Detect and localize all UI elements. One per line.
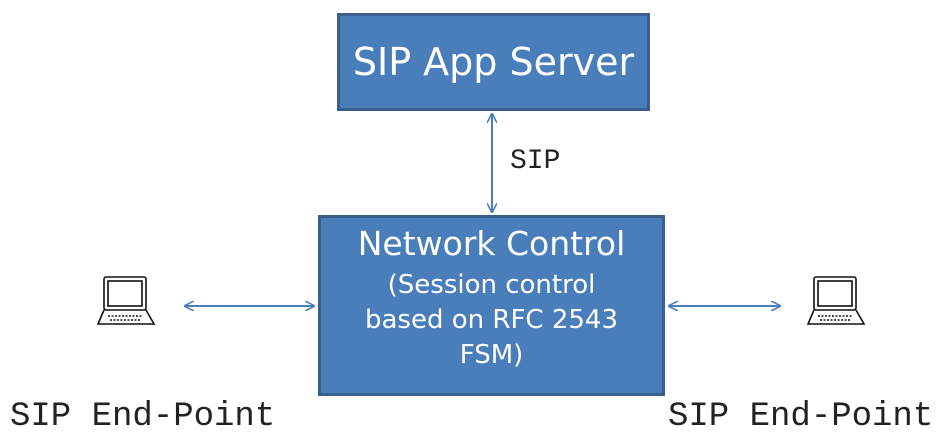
sip-app-server-box: SIP App Server bbox=[337, 13, 650, 111]
network-control-box: Network Control (Session control based o… bbox=[318, 215, 665, 396]
left-laptop-icon bbox=[96, 276, 156, 325]
right-laptop-icon bbox=[806, 276, 866, 325]
sip-app-server-title: SIP App Server bbox=[352, 40, 635, 84]
network-control-subtitle-line-2: based on RFC 2543 bbox=[364, 305, 618, 335]
network-control-subtitle-line-1: (Session control bbox=[387, 270, 596, 300]
sip-protocol-label: SIP bbox=[510, 146, 561, 177]
right-endpoint-label: SIP End-Point bbox=[668, 398, 934, 436]
left-endpoint-label: SIP End-Point bbox=[10, 398, 276, 436]
network-control-subtitle-line-3: FSM) bbox=[459, 340, 524, 370]
network-control-title: Network Control bbox=[357, 224, 626, 263]
